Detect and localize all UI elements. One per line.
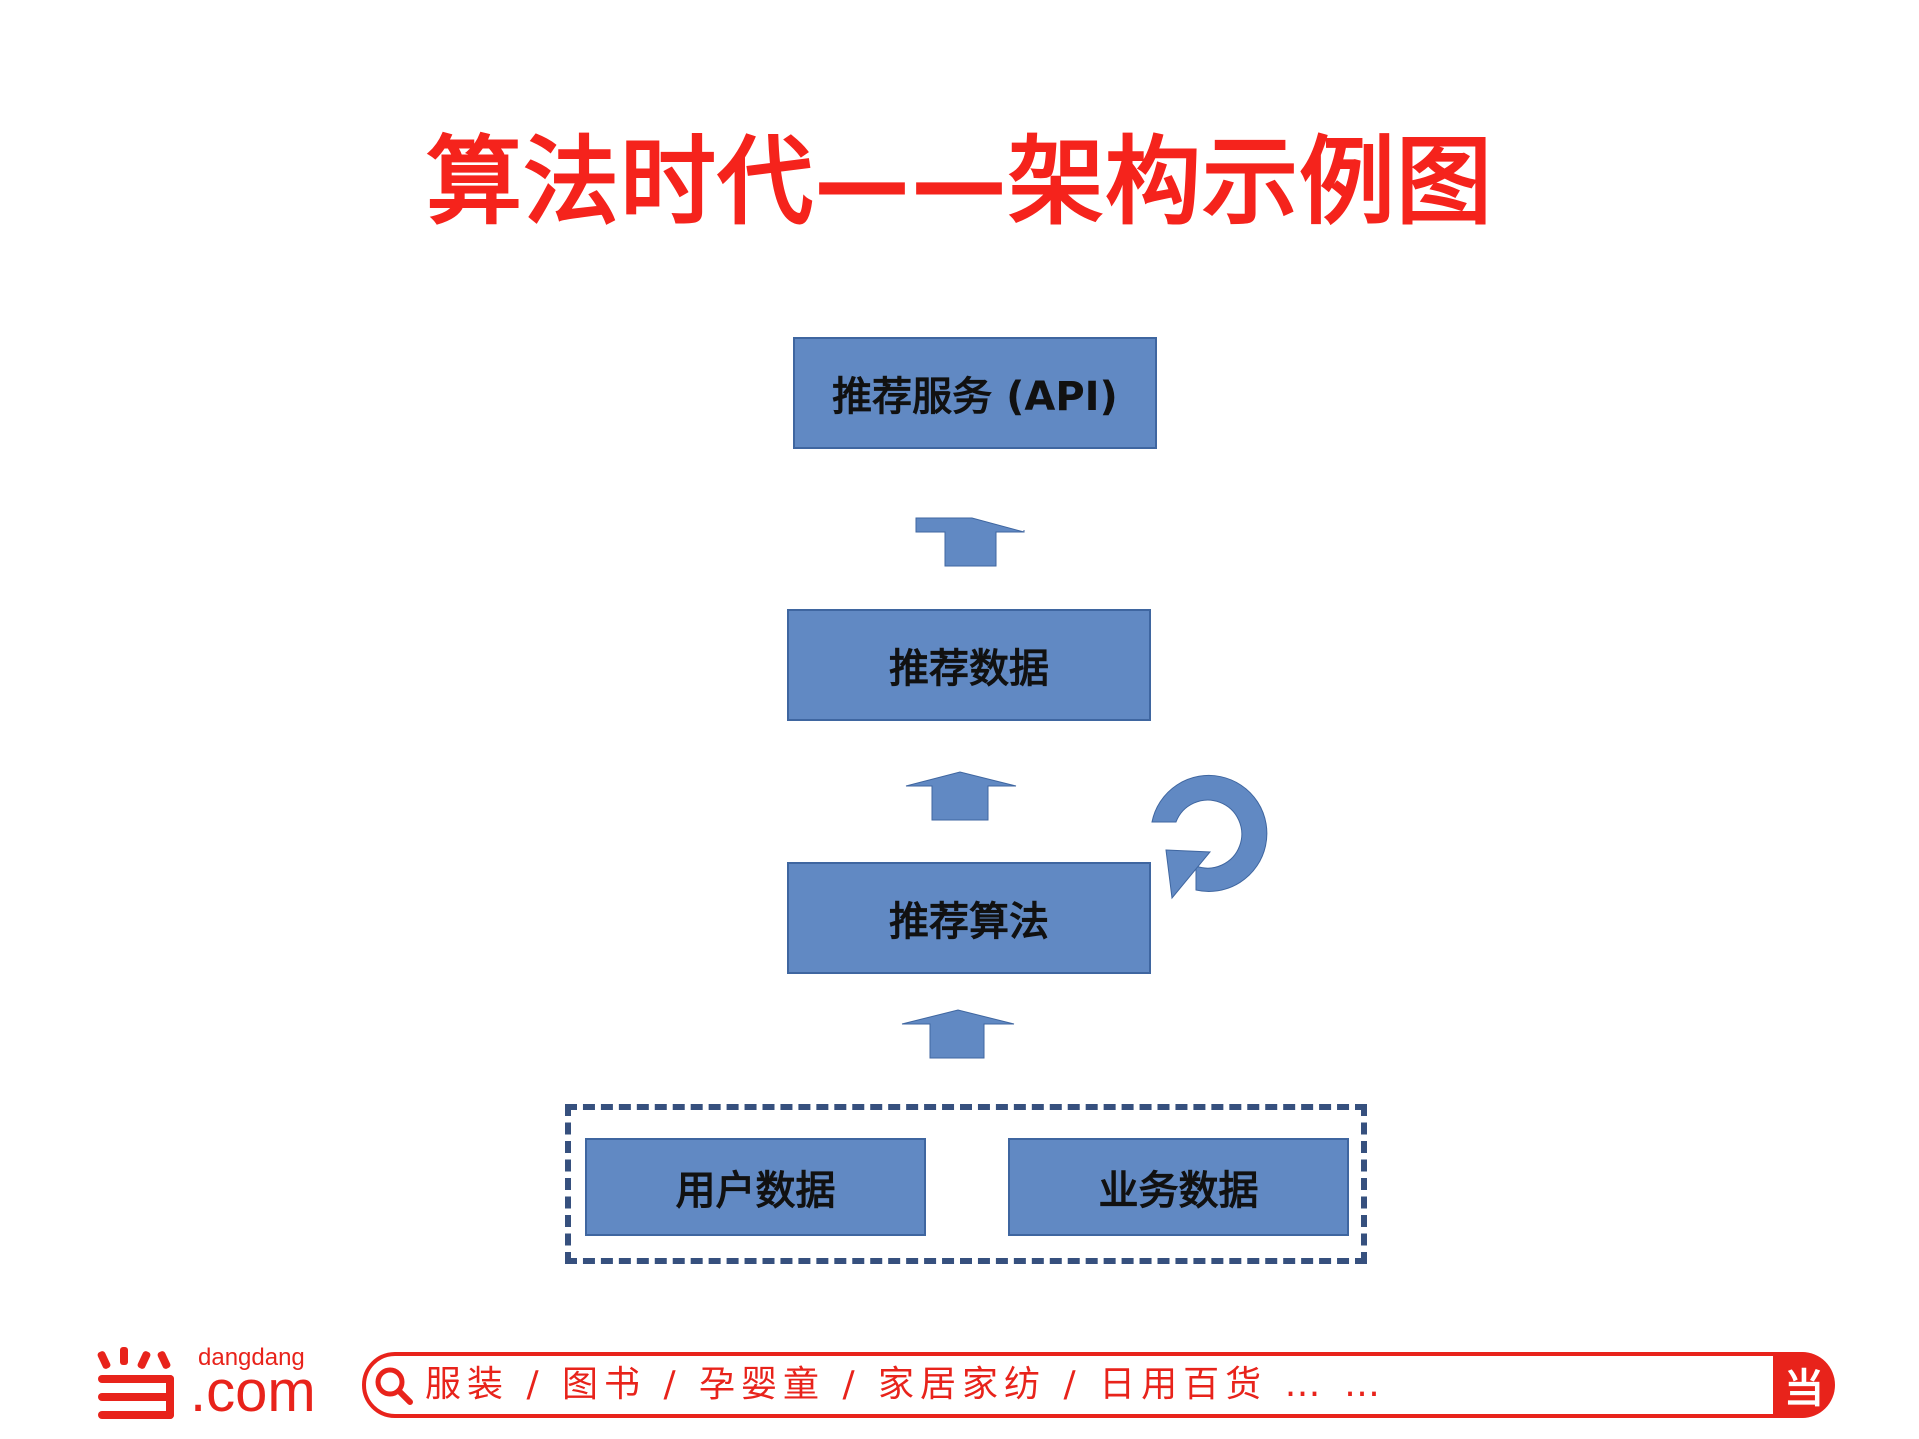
- logo-com: .com: [190, 1359, 316, 1424]
- up-arrow-icon: [915, 517, 1025, 567]
- node-recommend-service-api: 推荐服务 (API): [793, 337, 1157, 449]
- node-label: 推荐数据: [889, 646, 1049, 692]
- up-arrow-icon: [905, 771, 1017, 821]
- page-title: 算法时代——架构示例图: [426, 126, 1493, 238]
- node-business-data: 业务数据: [1008, 1138, 1349, 1236]
- search-categories[interactable]: 服装 / 图书 / 孕婴童 / 家居家纺 / 日用百货 … …: [425, 1364, 1386, 1405]
- node-label: 用户数据: [675, 1168, 836, 1214]
- node-recommend-data: 推荐数据: [787, 609, 1151, 721]
- search-submit-button[interactable]: 当: [1773, 1352, 1835, 1418]
- node-label: 推荐算法: [889, 899, 1049, 945]
- up-arrow-icon: [901, 1009, 1015, 1059]
- dangdang-logo-icon: [97, 1347, 174, 1419]
- cycle-arrow-icon: [1151, 774, 1268, 900]
- node-user-data: 用户数据: [585, 1138, 926, 1236]
- node-recommend-algorithm: 推荐算法: [787, 862, 1151, 974]
- node-label: 推荐服务 (API): [832, 374, 1118, 420]
- node-label: 业务数据: [1098, 1168, 1259, 1214]
- data-sources-group: [565, 1104, 1367, 1264]
- search-icon[interactable]: [372, 1364, 416, 1408]
- logo-subtitle: dangdang: [198, 1344, 305, 1371]
